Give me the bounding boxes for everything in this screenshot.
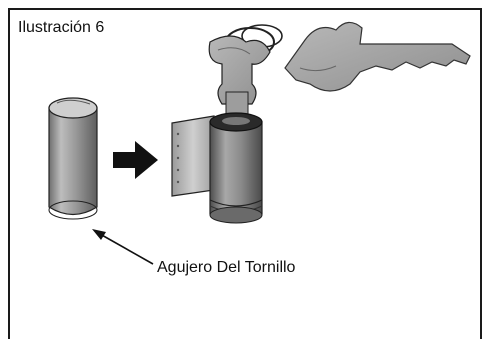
lock-cylinder-icon (48, 97, 98, 220)
figure-title: Ilustración 6 (18, 19, 105, 36)
frame-right-border (480, 8, 482, 339)
callout-arrow-icon (92, 229, 154, 265)
screw-hole-callout: Agujero Del Tornillo (157, 259, 296, 276)
insert-arrow-icon (113, 141, 158, 179)
frame-top-border (8, 8, 482, 10)
frame-left-border (8, 8, 10, 339)
key-in-lock-assembly-icon (171, 21, 471, 224)
